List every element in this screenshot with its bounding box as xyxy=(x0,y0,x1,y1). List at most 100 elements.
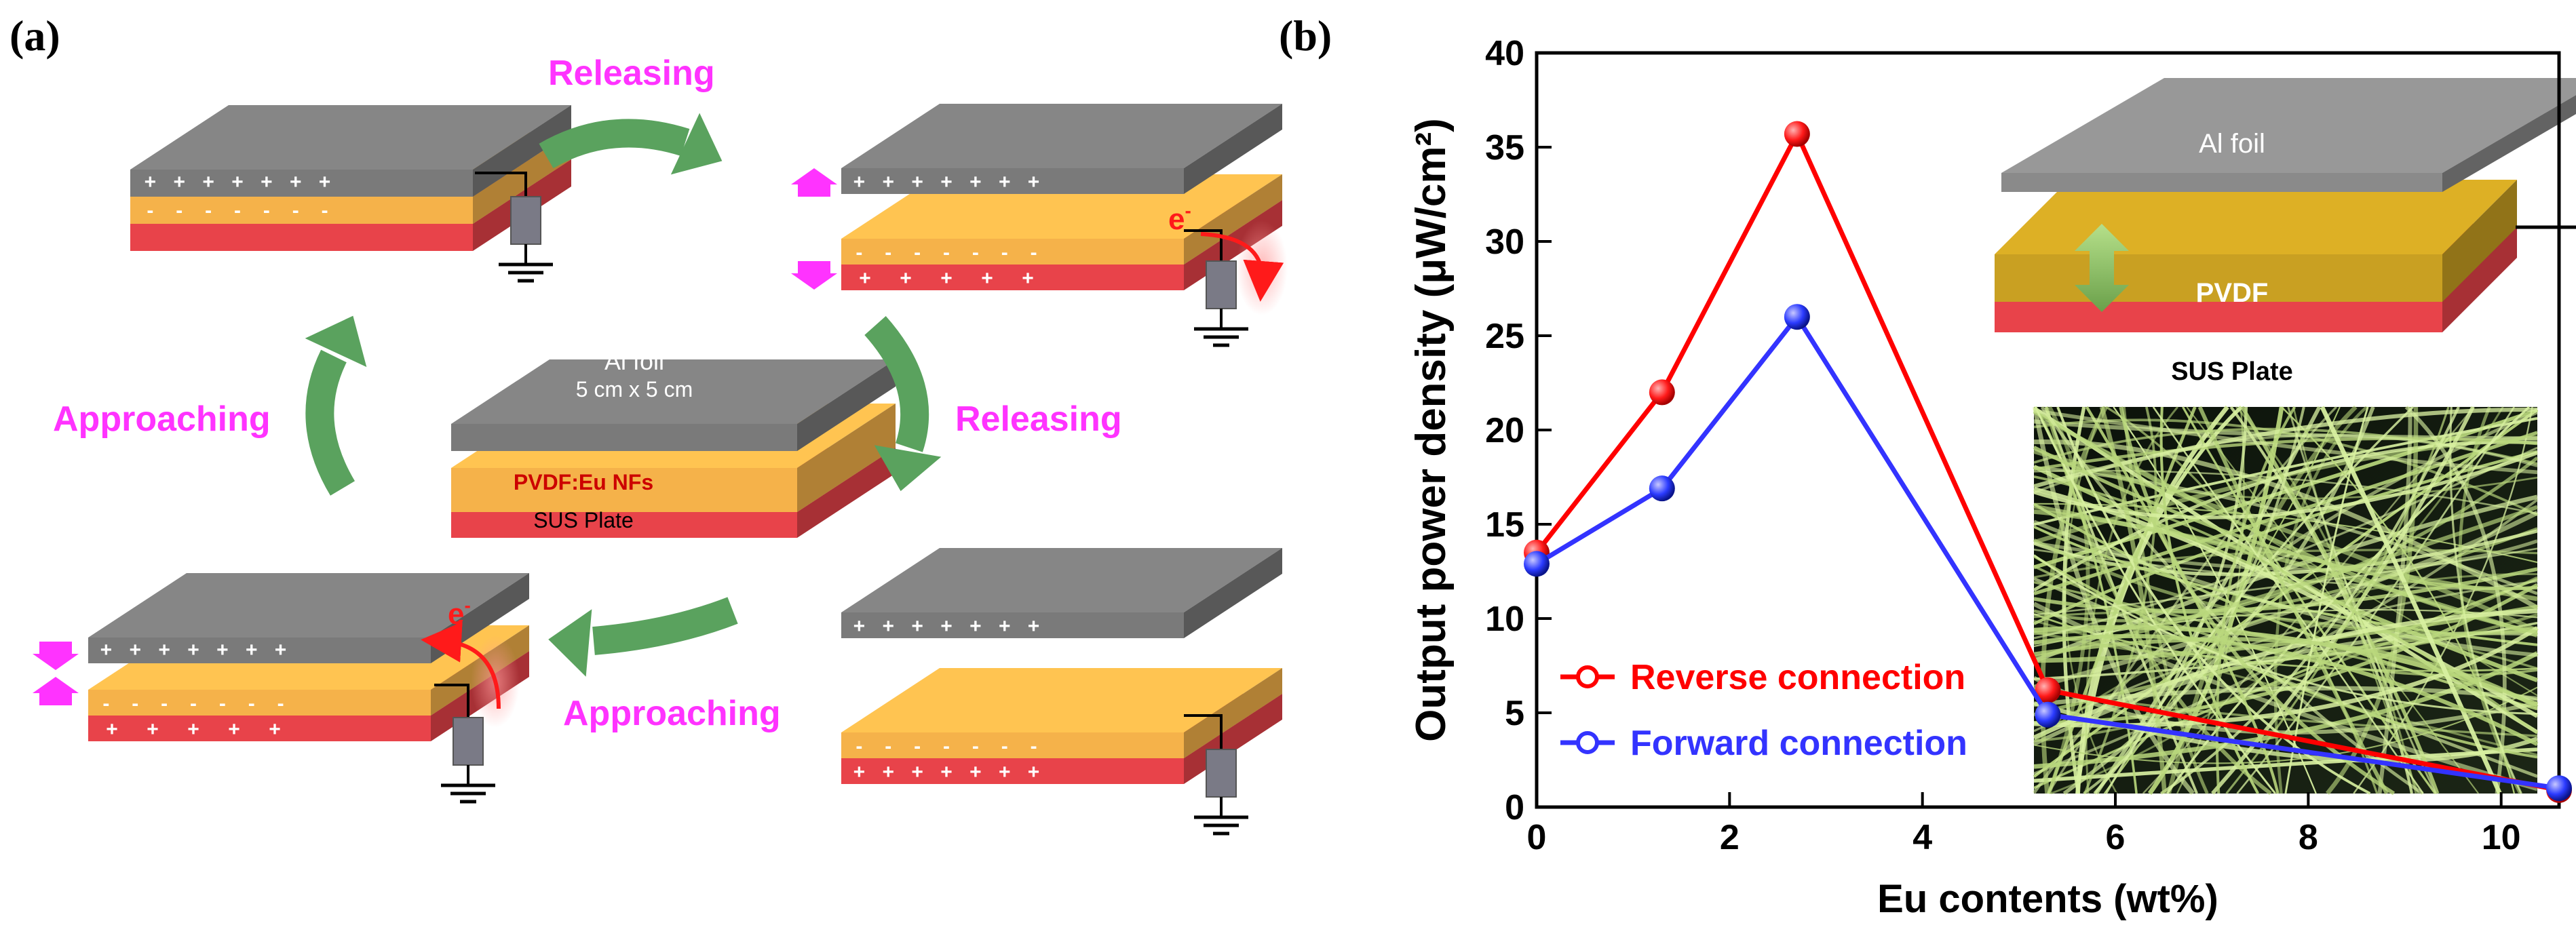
inset-nanofiber-image xyxy=(2032,405,2539,796)
stack-tl-plus-sign: + xyxy=(202,171,214,193)
stack-bl-minus-sign: - xyxy=(190,692,197,715)
cycle-arrow-right-icon xyxy=(864,316,942,492)
panel-label-a: (a) xyxy=(9,12,60,60)
nanofiber-strand xyxy=(2033,505,2538,660)
stack-bl-minus-sign: - xyxy=(277,692,284,715)
x-tick-label: 0 xyxy=(1527,818,1547,857)
stack-tl-al xyxy=(130,105,571,197)
stack-br-minus-sign: - xyxy=(856,735,862,758)
stage-label-approaching-left: Approaching xyxy=(53,399,271,439)
circuit-tl-resistor xyxy=(510,196,541,245)
stack-bl-minus-sign: - xyxy=(132,692,138,715)
nanofiber-strand xyxy=(2033,608,2538,740)
nanofiber-strand xyxy=(2215,406,2296,794)
stack-tl-plus-sign: + xyxy=(319,171,331,193)
nanofiber-strand xyxy=(2033,408,2538,475)
circuit-bl-wire xyxy=(434,684,469,718)
legend-label: Reverse connection xyxy=(1630,658,1965,697)
x-tick-label: 6 xyxy=(2106,818,2126,857)
y-axis-label: Output power density (μW/cm²) xyxy=(1408,118,1455,742)
stack-br-plus-sign-bottom: + xyxy=(883,761,895,783)
cycle-arrow-right-icon-head xyxy=(874,445,942,492)
stack-br-plus-sign-bottom: + xyxy=(999,761,1011,783)
data-point-forward xyxy=(1649,475,1675,502)
nanofiber-strand xyxy=(2033,475,2539,735)
stack-tr-plus-sign-bottom: + xyxy=(981,267,993,290)
nanofiber-strand xyxy=(2085,406,2179,794)
stack-tr-al-front xyxy=(841,168,1184,194)
nanofiber-strand xyxy=(2062,406,2375,796)
inset-sus-side xyxy=(2442,224,2517,332)
inset-double-arrow-icon xyxy=(2075,224,2129,312)
cycle-arrow-right-icon-shaft xyxy=(864,316,929,452)
y-tick-label: 35 xyxy=(1485,128,1524,168)
stack-center-al-side xyxy=(797,359,896,451)
stack-tr-plus-sign: + xyxy=(883,171,895,193)
stack-br-plus-sign-bottom: + xyxy=(1028,761,1040,783)
nanofiber-strand xyxy=(2040,406,2108,794)
stack-br-minus-sign: - xyxy=(943,735,950,758)
cycle-arrow-left-icon-head xyxy=(305,315,367,368)
circuit-br-resistor xyxy=(1206,749,1237,798)
stage-label-releasing-right: Releasing xyxy=(955,399,1122,439)
nanofiber-strand xyxy=(2033,573,2538,743)
stack-tr-pvdf-side xyxy=(1184,174,1282,265)
stack-br-plus-sign-bottom: + xyxy=(853,761,866,783)
data-point-reverse xyxy=(2035,677,2061,703)
circuit-tr xyxy=(1184,229,1248,347)
x-tick-label: 8 xyxy=(2299,818,2318,857)
circuit-br-wire xyxy=(1184,714,1223,749)
cycle-arrow-bottom-icon-head xyxy=(548,609,592,677)
panel-label-b: (b) xyxy=(1279,12,1332,60)
stack-bl-minus-sign: - xyxy=(219,692,226,715)
y-tick-label: 15 xyxy=(1485,505,1524,545)
stack-bl-al-front xyxy=(88,638,431,663)
stack-br-plus-sign: + xyxy=(911,615,923,638)
nanofiber-strand xyxy=(2320,406,2502,795)
inset-pvdf-side xyxy=(2442,180,2517,302)
stack-bl-minus-sign: - xyxy=(102,692,109,715)
stack-br-minus-sign: - xyxy=(972,735,979,758)
stack-br-al-top xyxy=(841,548,1282,612)
nanofiber-strand xyxy=(2033,449,2539,633)
data-point-forward xyxy=(2035,701,2061,728)
circuit-tr-resistor xyxy=(1206,260,1237,309)
stack-bl-sus-front xyxy=(88,716,431,741)
stack-bl-minus-sign: - xyxy=(161,692,168,715)
stack-br-pvdf-top xyxy=(841,668,1282,732)
nanofiber-strand xyxy=(2047,406,2090,794)
x-tick-label: 10 xyxy=(2482,818,2521,857)
nanofiber-strand xyxy=(2083,406,2157,794)
stack-center-sus-side xyxy=(797,448,896,538)
stack-tr-minus-sign: - xyxy=(914,241,921,264)
nanofiber-strand xyxy=(2033,686,2538,707)
stack-tl-minus-sign: - xyxy=(205,199,212,222)
stack-bl-plus-sign-bottom: + xyxy=(228,718,240,741)
ground-circuits xyxy=(421,172,1288,836)
y-tick-label: 5 xyxy=(1505,694,1524,733)
stack-br-minus-sign: - xyxy=(1001,735,1008,758)
stack-tl-plus-sign: + xyxy=(231,171,244,193)
stack-tr-minus-sign: - xyxy=(885,241,891,264)
stack-tr-plus-sign-bottom: + xyxy=(1022,267,1034,290)
cycle-arrow-bottom-icon-shaft xyxy=(592,597,738,655)
stack-br-plus-sign: + xyxy=(969,615,982,638)
stack-tr-plus-sign: + xyxy=(940,171,953,193)
data-point-forward xyxy=(2546,775,2572,802)
stack-bl-plus-sign: + xyxy=(100,639,113,661)
stack-bl-plus-sign: + xyxy=(275,639,287,661)
stack-bl-plus-sign: + xyxy=(130,639,142,661)
x-axis-label: Eu contents (wt%) xyxy=(1877,877,2218,921)
stage-label-releasing-top: Releasing xyxy=(548,54,715,93)
center-dimension-label: 5 cm x 5 cm xyxy=(576,377,693,402)
stack-tl-plus-sign: + xyxy=(174,171,186,193)
y-tick-label: 10 xyxy=(1485,600,1524,639)
stack-center-pvdf-front xyxy=(451,468,797,512)
nanofiber-strand xyxy=(2044,406,2272,796)
circuit-tl xyxy=(475,172,553,283)
stack-tl-minus-sign: - xyxy=(263,199,270,222)
stack-tl-minus-sign: - xyxy=(147,199,153,222)
nanofiber-strand xyxy=(2103,406,2341,794)
stack-bl-minus-sign: - xyxy=(248,692,255,715)
